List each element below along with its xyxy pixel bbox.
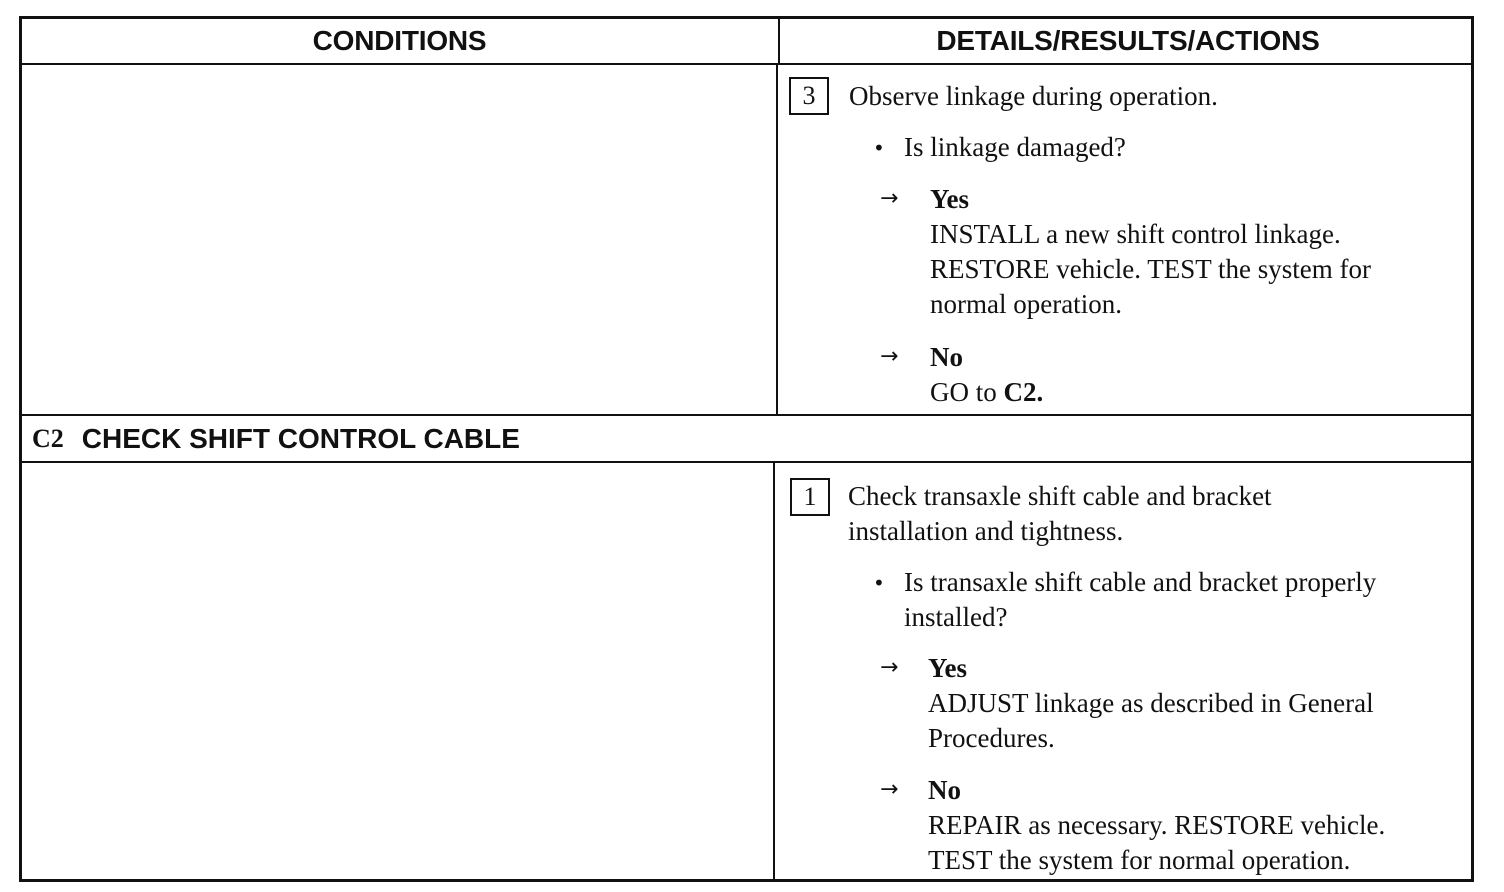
yes-label: Yes [928,653,967,683]
divider-below-c2 [22,461,1471,463]
no-action-prefix: GO to [930,377,1004,407]
arrow-right-icon: → [880,344,899,369]
bullet-icon: • [873,571,885,595]
section-code: C2 [32,424,64,453]
step-question: Is linkage damaged? [904,132,1126,162]
no-action-line: REPAIR as necessary. RESTORE vehicle. [928,810,1386,840]
conditions-header: CONDITIONS [312,25,487,56]
section-title: CHECK SHIFT CONTROL CABLE [81,423,520,454]
section-c2-row: C2 CHECK SHIFT CONTROL CABLE [22,416,1471,462]
step-question-line: installed? [904,602,1008,632]
step-instruction-line: installation and tightness. [848,516,1124,546]
column-divider-lower [773,463,775,882]
step-number-box: 3 [789,77,829,115]
yes-action-line: RESTORE vehicle. TEST the system for [930,254,1371,284]
step-question-line: Is transaxle shift cable and bracket pro… [904,567,1377,597]
no-action: GO to C2. [930,375,1043,410]
arrow-right-icon: → [880,186,899,211]
no-action-line: TEST the system for normal operation. [928,845,1351,875]
details-header: DETAILS/RESULTS/ACTIONS [778,19,1476,63]
arrow-right-icon: → [880,655,899,680]
yes-label: Yes [930,184,969,214]
column-divider-upper [776,63,778,416]
bullet-icon: • [873,136,885,160]
step-instruction: Observe linkage during operation. [849,81,1218,111]
arrow-right-icon: → [880,777,899,802]
step-number-box: 1 [790,478,830,516]
no-label: No [930,342,963,372]
goto-c2-link[interactable]: C2. [1003,377,1044,407]
yes-action-line: ADJUST linkage as described in General [928,688,1374,718]
table-header: CONDITIONS DETAILS/RESULTS/ACTIONS [22,19,1471,65]
step-instruction-line: Check transaxle shift cable and bracket [848,481,1272,511]
no-label: No [928,775,961,805]
diagnostic-table: CONDITIONS DETAILS/RESULTS/ACTIONS C2 CH… [19,16,1474,882]
divider-above-c2 [22,414,1471,416]
yes-action-line: INSTALL a new shift control linkage. [930,219,1341,249]
yes-action-line: normal operation. [930,289,1122,319]
yes-action-line: Procedures. [928,723,1055,753]
